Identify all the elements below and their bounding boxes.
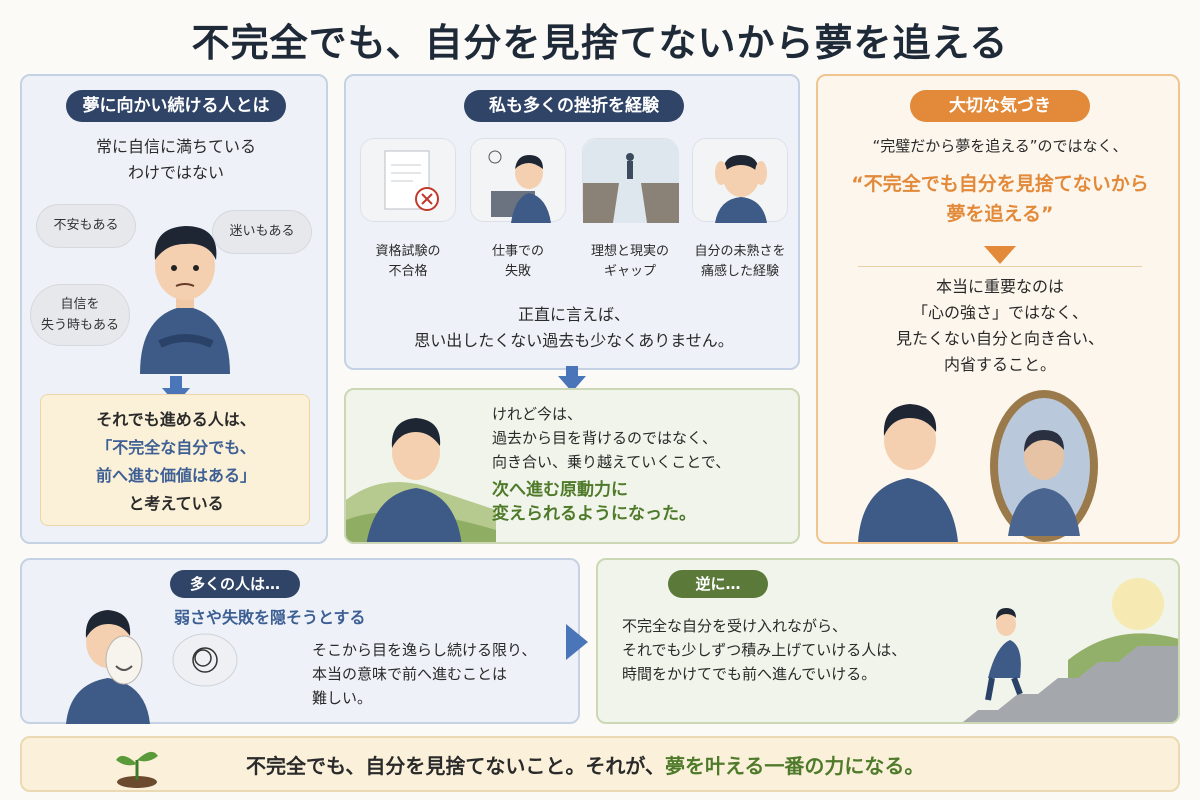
panel-conversely-text: 不完全な自分を受け入れながら、 それでも少しずつ積み上げていける人は、 時間をか… [622, 614, 972, 686]
panel-setbacks: 私も多くの挫折を経験 [344, 74, 800, 370]
work-failure-icon [470, 138, 566, 223]
setback-caption-4-b: 痛感した経験 [700, 264, 779, 279]
panel-now-text: けれど今は、 過去から目を背けるのではなく、 向き合い、乗り越えていくことで、 … [492, 402, 792, 526]
panel-dream-people-header: 夢に向かい続ける人とは [66, 90, 286, 122]
realization-divider [858, 266, 1142, 267]
setback-caption-4: 自分の未熟さを 痛感した経験 [680, 242, 800, 282]
panel-conversely-header: 逆に… [668, 570, 768, 598]
panel-now-line-3: 向き合い、乗り越えていくことで、 [492, 453, 731, 471]
thought-cloud-doubt: 迷いもある [212, 210, 312, 254]
conclusion-text: 不完全でも、自分を見捨てないこと。それが、夢を叶える一番の力になる。 [246, 750, 924, 779]
reflective-man-illustration [346, 418, 496, 542]
panel-realization-header: 大切な気づき [910, 90, 1090, 122]
realization-quote-1: “完璧だから夢を追える”のではなく、 [872, 137, 1128, 155]
many-people-line-1: そこから目を逸らし続ける限り、 [312, 641, 537, 659]
setback-caption-2-a: 仕事での [491, 244, 544, 259]
sprout-icon [116, 751, 158, 788]
panel-dream-people-intro-2: わけではない [127, 163, 224, 182]
panel-dream-people: 夢に向かい続ける人とは 常に自信に満ちている わけではない 不安もある 迷いもあ… [20, 74, 328, 544]
setback-caption-1-a: 資格試験の [375, 244, 441, 259]
realization-quote-2b: 夢を追える” [946, 203, 1054, 225]
panel-realization: 大切な気づき “完璧だから夢を追える”のではなく、 “不完全でも自分を見捨てない… [816, 74, 1180, 544]
panel-conversely: 逆に… 不完全な自分を受け入れながら、 それでも少しずつ積み上げていける人は、 … [596, 558, 1180, 724]
panel-dream-people-intro-1: 常に自信に満ちている [95, 137, 256, 156]
conclusion-bar: 不完全でも、自分を見捨てないこと。それが、夢を叶える一番の力になる。 [20, 736, 1180, 792]
setback-caption-2: 仕事での 失敗 [460, 242, 576, 282]
setback-caption-1: 資格試験の 不合格 [350, 242, 466, 282]
conversely-line-3: 時間をかけてでも前へ進んでいける。 [622, 665, 877, 683]
setback-note-1: 正直に言えば、 [517, 305, 630, 324]
panel-dream-people-box: それでも進める人は、 「不完全な自分でも、 前へ進む価値はある」 と考えている [40, 394, 310, 526]
panel-setbacks-header: 私も多くの挫折を経験 [464, 90, 684, 122]
tangled-thought-icon [172, 633, 238, 687]
gap-cliff-icon [582, 138, 679, 223]
arrow-down-stem-2 [566, 366, 578, 378]
failed-exam-icon [360, 138, 456, 222]
many-people-line-2: 本当の意味で前へ進むことは [312, 665, 508, 683]
panel-many-people-header: 多くの人は… [170, 570, 300, 598]
box-line-3: 前へ進む価値はある」 [95, 466, 256, 485]
setback-caption-3: 理想と現実の ギャップ [572, 242, 688, 282]
box-line-1: それでも進める人は、 [96, 410, 256, 429]
thought-cloud-anxiety: 不安もある [36, 204, 136, 248]
setback-caption-4-a: 自分の未熟さを [694, 244, 786, 259]
page-title: 不完全でも、自分を見捨てないから夢を追える [191, 21, 1009, 65]
realization-quote-2a: “不完全でも自分を見捨てないから [851, 173, 1149, 195]
thought-cloud-lose-confidence-1: 自信を [60, 297, 100, 312]
realization-arrow [984, 246, 1016, 264]
panel-now-highlight-1: 次へ進む原動力に [492, 480, 628, 500]
realization-body-4: 内省すること。 [943, 355, 1056, 374]
thought-cloud-lose-confidence: 自信を 失う時もある [30, 284, 130, 346]
mask-man-illustration [66, 610, 150, 724]
arrow-down-stem-1 [170, 376, 182, 388]
conclusion-highlight: 夢を叶える一番の力になる。 [665, 754, 925, 778]
setback-caption-3-b: ギャップ [603, 264, 656, 279]
setback-caption-2-b: 失敗 [504, 264, 531, 279]
immaturity-icon [692, 138, 788, 223]
box-line-4: と考えている [128, 494, 224, 513]
panel-now-line-2: 過去から目を背けるのではなく、 [492, 429, 718, 447]
climbing-stairs-illustration [963, 578, 1178, 722]
thought-cloud-lose-confidence-2: 失う時もある [40, 318, 119, 333]
panel-many-people-text: そこから目を逸らし続ける限り、 本当の意味で前へ進むことは 難しい。 [312, 638, 572, 710]
conclusion-main: 不完全でも、自分を見捨てないこと。それが、 [246, 754, 665, 778]
setback-note-2: 思い出したくない過去も少なくありません。 [414, 331, 734, 350]
box-line-2: 「不完全な自分でも、 [96, 438, 256, 457]
realization-body-2: 「心の強さ」ではなく、 [911, 303, 1088, 322]
worried-man-illustration [140, 226, 230, 374]
conversely-line-2: それでも少しずつ積み上げていける人は、 [622, 641, 907, 659]
panel-many-people-subhead: 弱さや失敗を隠そうとする [174, 608, 366, 627]
panel-many-people: 多くの人は… 弱さや失敗を隠そうとする そこから目を逸らし続ける限り、 本当の意… [20, 558, 580, 724]
setback-caption-1-b: 不合格 [388, 264, 428, 279]
panel-now-highlight-2: 変えられるようになった。 [492, 504, 696, 524]
panel-now: けれど今は、 過去から目を背けるのではなく、 向き合い、乗り越えていくことで、 … [344, 388, 800, 544]
realization-body-1: 本当に重要なのは [935, 277, 1064, 296]
realization-body-3: 見たくない自分と向き合い、 [895, 329, 1104, 348]
many-people-line-3: 難しい。 [312, 689, 373, 707]
conversely-line-1: 不完全な自分を受け入れながら、 [622, 617, 848, 635]
panel-now-line-1: けれど今は、 [492, 405, 583, 423]
setback-caption-3-a: 理想と現実の [590, 244, 669, 259]
arrow-right [566, 624, 588, 660]
mirror-reflection-illustration [858, 390, 1098, 542]
